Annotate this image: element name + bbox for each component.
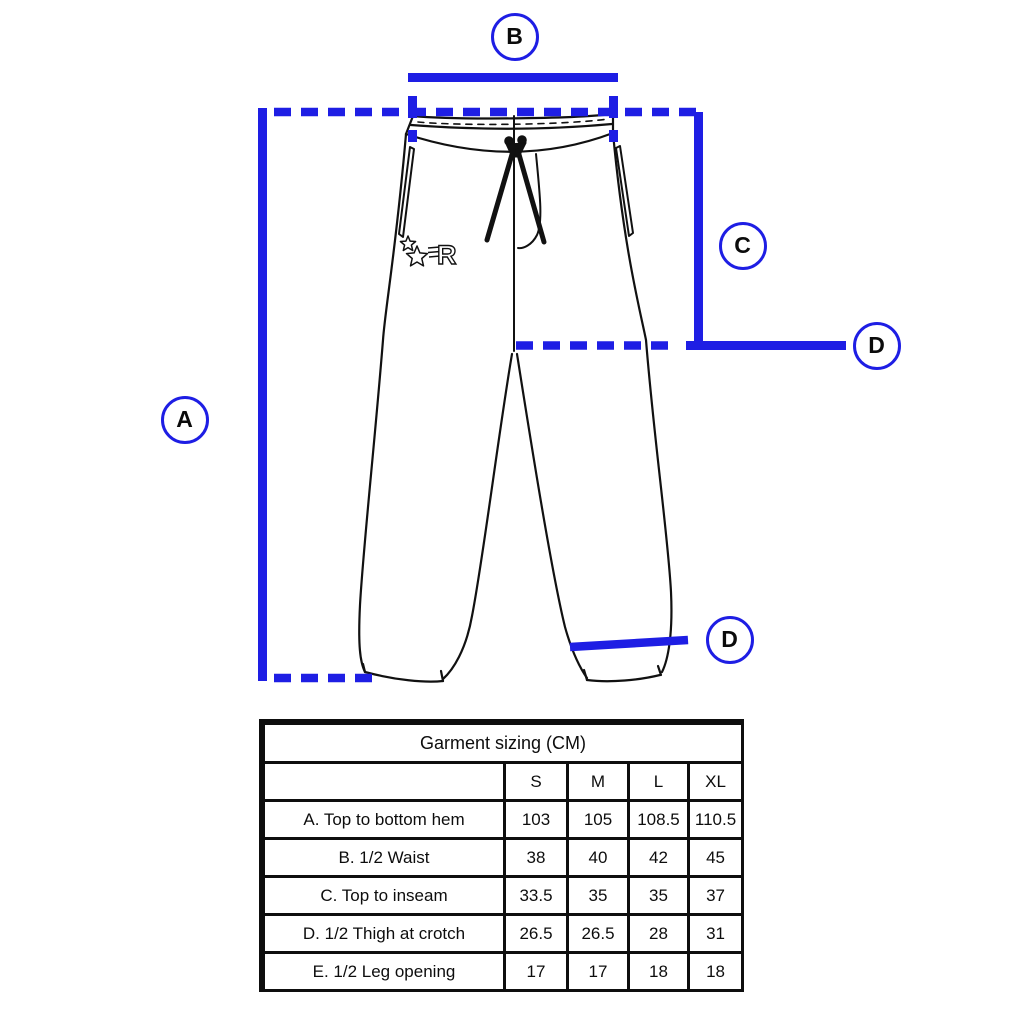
callout-a: A	[160, 395, 209, 444]
cell-value: 26.5	[566, 913, 630, 954]
cell-value: 17	[566, 951, 630, 992]
callout-b-label: B	[506, 23, 523, 49]
cell-value: 18	[627, 951, 690, 992]
dim-line-leg-opening	[569, 635, 689, 652]
row-label: B. 1/2 Waist	[262, 837, 506, 878]
callout-d-thigh-label: D	[868, 332, 885, 358]
cell-value: 105	[566, 799, 630, 840]
waistband-stitch	[417, 118, 609, 126]
cell-value: 18	[686, 951, 745, 992]
col-header-xl: XL	[686, 761, 745, 802]
pocket-right	[615, 145, 634, 237]
table-title: Garment sizing (CM)	[261, 722, 745, 764]
cell-value: 42	[627, 837, 690, 878]
cell-value: 28	[627, 913, 690, 954]
callout-d-leg: D	[705, 615, 754, 664]
garment-sizing-table: Garment sizing (CM) S M L XL A. Top to b…	[259, 719, 745, 992]
callout-d-leg-label: D	[721, 626, 738, 652]
callout-c-label: C	[734, 232, 751, 258]
star-icon	[405, 245, 429, 267]
table-row: A. Top to bottom hem 103 105 108.5 110.5	[262, 799, 745, 840]
table-row: B. 1/2 Waist 38 40 42 45	[262, 837, 745, 878]
table-row: C. Top to inseam 33.5 35 35 37	[262, 875, 745, 916]
cell-value: 35	[566, 875, 630, 916]
table-header-row: S M L XL	[262, 761, 745, 802]
col-header-s: S	[503, 761, 569, 802]
cell-value: 17	[503, 951, 569, 992]
cell-value: 45	[686, 837, 745, 878]
cell-value: 110.5	[686, 799, 745, 840]
cell-value: 38	[503, 837, 569, 878]
row-label: C. Top to inseam	[262, 875, 506, 916]
brand-logo: R	[399, 235, 457, 271]
table-corner-cell	[262, 761, 506, 802]
pants-outline	[358, 112, 673, 683]
cell-value: 26.5	[503, 913, 569, 954]
star-icon	[399, 235, 417, 252]
fly-curve	[517, 153, 542, 250]
row-label: D. 1/2 Thigh at crotch	[262, 913, 506, 954]
cell-value: 35	[627, 875, 690, 916]
callout-c: C	[718, 221, 767, 270]
pocket-left	[398, 146, 415, 238]
row-label: A. Top to bottom hem	[262, 799, 506, 840]
callout-b: B	[490, 12, 539, 61]
logo-letter: R	[437, 240, 457, 270]
table-row: E. 1/2 Leg opening 17 17 18 18	[262, 951, 745, 992]
callout-a-label: A	[176, 406, 193, 432]
dimension-lines	[258, 73, 846, 683]
col-header-m: M	[566, 761, 630, 802]
callout-d-thigh: D	[852, 321, 901, 370]
drawstring	[484, 135, 547, 245]
cell-value: 103	[503, 799, 569, 840]
cell-value: 108.5	[627, 799, 690, 840]
cell-value: 37	[686, 875, 745, 916]
cell-value: 40	[566, 837, 630, 878]
cell-value: 31	[686, 913, 745, 954]
cell-value: 33.5	[503, 875, 569, 916]
row-label: E. 1/2 Leg opening	[262, 951, 506, 992]
col-header-l: L	[627, 761, 690, 802]
table-row: D. 1/2 Thigh at crotch 26.5 26.5 28 31	[262, 913, 745, 954]
